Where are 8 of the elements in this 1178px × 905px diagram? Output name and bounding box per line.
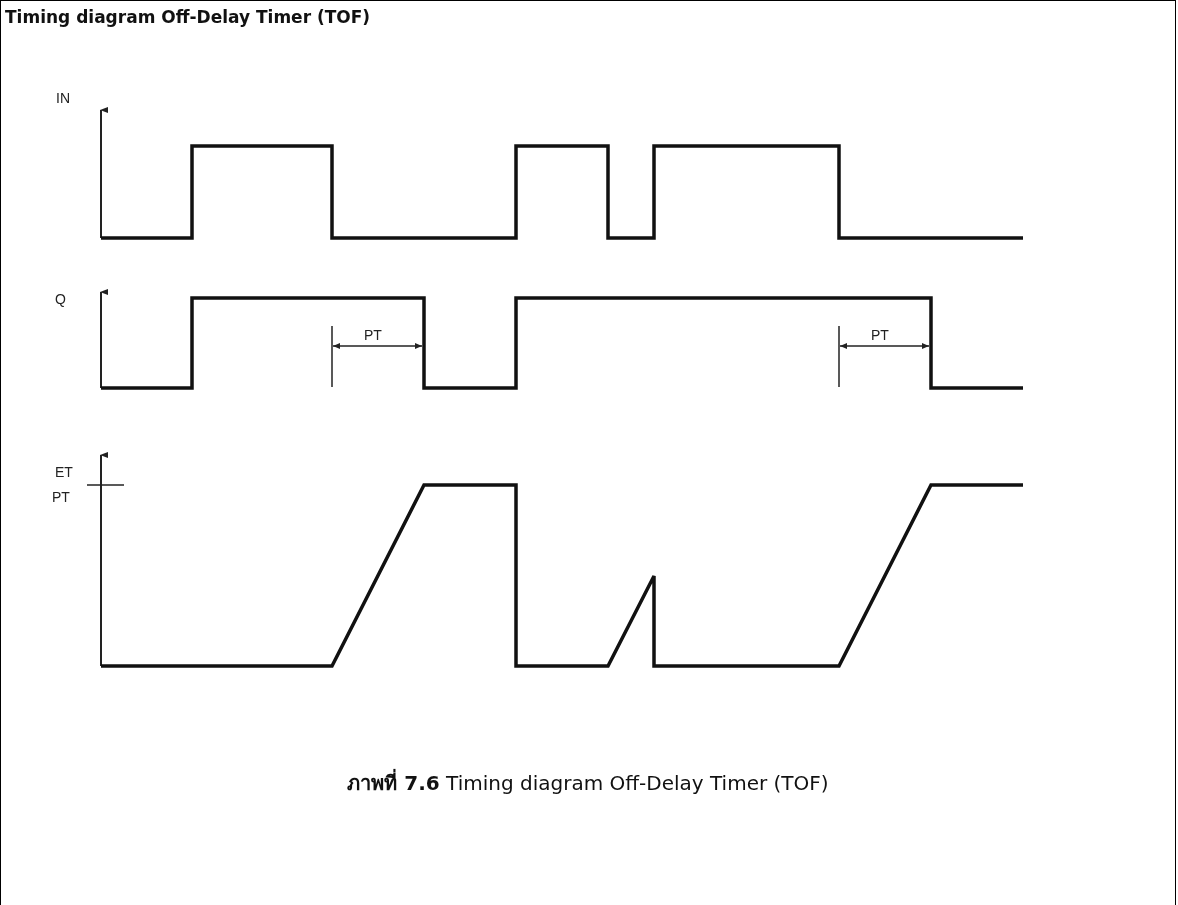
dimension-label: PT [364, 328, 382, 342]
diagram-title: Timing diagram Off-Delay Timer (TOF) [5, 7, 371, 27]
signal-name: Q [55, 292, 66, 306]
dimension-label: PT [871, 328, 889, 342]
signal-name: IN [56, 91, 70, 105]
signal-name: ET [55, 465, 73, 479]
axis-tick-label: PT [52, 490, 70, 504]
figure-caption: ภาพที่ 7.6 Timing diagram Off-Delay Timer (TOF) [347, 771, 829, 795]
